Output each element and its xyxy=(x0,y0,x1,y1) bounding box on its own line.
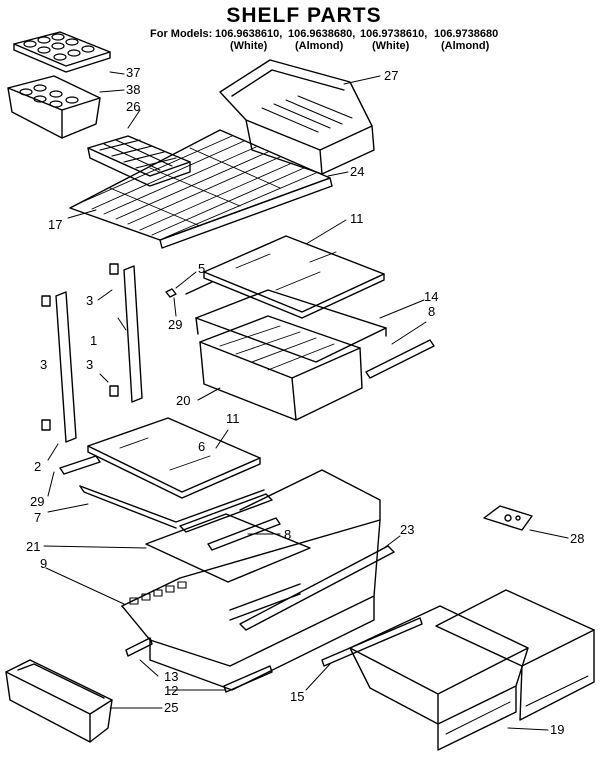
door-bin xyxy=(5,659,113,743)
crisper-cover xyxy=(145,493,311,583)
egg-tray xyxy=(7,75,101,139)
egg-tray-lid xyxy=(13,31,111,73)
callout-3-left: 3 xyxy=(40,357,48,372)
callout-17: 17 xyxy=(48,217,63,232)
shelf-frame xyxy=(195,289,387,363)
model-list: For Models: 106.9638610, (White) 106.963… xyxy=(0,28,608,58)
pan-drawer xyxy=(199,315,363,421)
leader-lines xyxy=(43,71,569,731)
callout-5: 5 xyxy=(198,261,206,276)
clip-part xyxy=(483,505,533,531)
callout-15: 15 xyxy=(290,689,305,704)
page-title: SHELF PARTS xyxy=(226,4,382,27)
callout-3-upper: 3 xyxy=(86,293,94,308)
callout-14: 14 xyxy=(424,289,439,304)
callout-11-lower: 11 xyxy=(226,411,240,426)
glass-shelf-lower xyxy=(87,417,261,499)
callout-26: 26 xyxy=(126,99,141,114)
cross-rail xyxy=(239,545,395,631)
model-number: 106.9638610, xyxy=(215,28,283,40)
callout-7: 7 xyxy=(34,510,42,525)
model-color: (Almond) xyxy=(295,40,344,52)
callout-6: 6 xyxy=(198,439,206,454)
callout-28: 28 xyxy=(570,531,585,546)
lower-rail-12 xyxy=(223,665,273,693)
upper-bin xyxy=(219,59,375,175)
callout-19: 19 xyxy=(550,722,565,737)
glass-shelf-upper xyxy=(203,235,385,319)
rail-upper xyxy=(365,339,435,379)
callout-3-lower: 3 xyxy=(86,357,94,372)
callout-38: 38 xyxy=(126,82,141,97)
callout-13: 13 xyxy=(164,669,179,684)
callout-24: 24 xyxy=(350,164,365,179)
lower-rail-15 xyxy=(321,617,423,667)
model-number: 106.9738680 xyxy=(434,28,499,40)
crisper-drawers xyxy=(349,589,595,751)
side-rails xyxy=(41,263,177,443)
callout-21: 21 xyxy=(26,539,41,554)
model-number: 106.9638680, xyxy=(288,28,356,40)
callout-23: 23 xyxy=(400,522,415,537)
callout-9: 9 xyxy=(40,556,48,571)
rail-short xyxy=(185,281,213,295)
callout-1: 1 xyxy=(90,333,98,348)
callout-11-upper: 11 xyxy=(350,211,364,226)
callout-20: 20 xyxy=(176,393,191,408)
rail-lower-left xyxy=(59,455,101,475)
models-lead: For Models: xyxy=(150,28,213,40)
callout-29-upper: 29 xyxy=(168,317,183,332)
model-color: (White) xyxy=(372,40,410,52)
callout-27: 27 xyxy=(384,68,399,83)
callout-12: 12 xyxy=(164,683,179,698)
callout-8-lower: 8 xyxy=(284,527,292,542)
callout-2: 2 xyxy=(34,459,42,474)
glass-frame-lower xyxy=(79,485,265,529)
lower-rail-13 xyxy=(125,637,153,657)
model-color: (Almond) xyxy=(441,40,490,52)
model-number: 106.9738610, xyxy=(360,28,428,40)
callout-37: 37 xyxy=(126,65,141,80)
callout-25: 25 xyxy=(164,700,179,715)
wire-shelf xyxy=(69,129,333,249)
callout-29-lower: 29 xyxy=(30,494,45,509)
callout-8-upper: 8 xyxy=(428,304,436,319)
model-color: (White) xyxy=(230,40,268,52)
